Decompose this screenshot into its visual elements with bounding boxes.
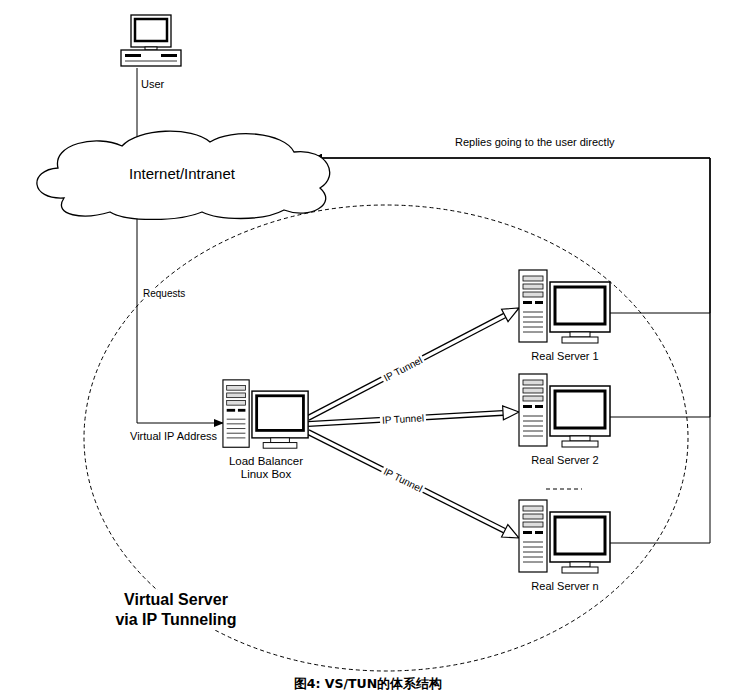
tunnel-shaft-inner (308, 315, 505, 418)
server-icon (518, 372, 612, 450)
real-server-node: Real Server n (518, 498, 612, 592)
connector-line (313, 158, 710, 543)
connector (313, 158, 710, 417)
tunnel-arrowhead (502, 308, 519, 322)
edge-label: IP Tunnel (380, 353, 426, 384)
edge-label: Requests (141, 288, 187, 299)
tunnel-arrowhead (502, 525, 519, 538)
tunnel-shaft (308, 432, 505, 531)
node-label: User (117, 78, 185, 90)
edge-label: IP Tunnel (380, 464, 426, 495)
computer-icon (117, 14, 185, 74)
connector (313, 158, 710, 313)
server-icon (518, 268, 612, 346)
real-server-node: Real Server 2 (518, 372, 612, 466)
node-label: Real Server n (518, 580, 612, 592)
network-cloud: Internet/Intranet (22, 126, 342, 220)
ellipsis-dashes (546, 489, 582, 490)
node-label: Virtual Server via IP Tunneling (112, 590, 240, 630)
annotation-label: Replies going to the user directly (453, 136, 617, 148)
connector (137, 218, 223, 423)
node-label: Load Balancer Linux Box (222, 455, 310, 481)
tunnel-shaft-inner (308, 432, 505, 531)
edge-label: IP Tunnel (380, 412, 427, 426)
tunnel-arrowhead (503, 406, 519, 420)
server-icon (222, 378, 310, 451)
computer-node: User (117, 14, 185, 90)
load-balancer-node: Load Balancer Linux Box (222, 378, 310, 481)
connector-line (313, 158, 710, 313)
connector (308, 432, 519, 538)
connector (308, 308, 519, 418)
connector-line (137, 68, 138, 138)
node-label: Real Server 2 (518, 454, 612, 466)
connector-line (313, 158, 710, 417)
connector-line (137, 218, 223, 423)
real-server-node: Real Server 1 (518, 268, 612, 362)
annotation-label: Virtual IP Address (128, 430, 219, 442)
tunnel-shaft (308, 315, 505, 418)
node-label: Real Server 1 (518, 350, 612, 362)
node-label: Internet/Intranet (129, 165, 235, 182)
server-icon (518, 498, 612, 576)
connector (137, 68, 138, 138)
figure-caption: 图4: VS/TUN的体系结构 (0, 676, 736, 693)
connector (313, 158, 710, 543)
